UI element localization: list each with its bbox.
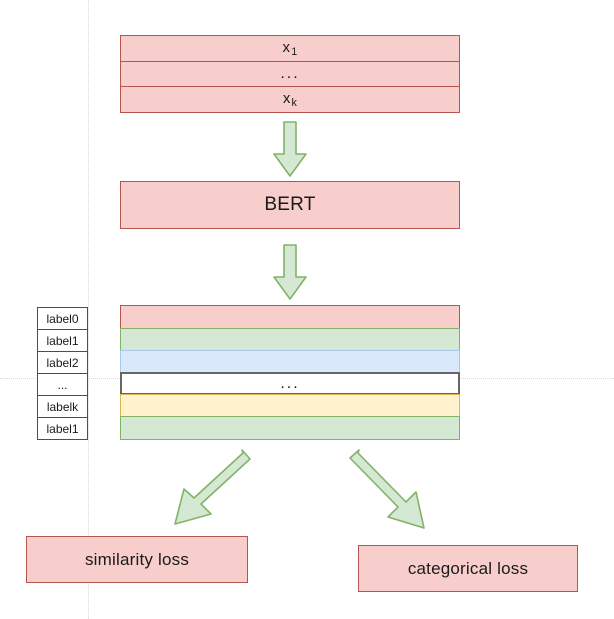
arrow-bert-to-embeddings [273,244,307,300]
similarity-loss-label: similarity loss [84,549,190,569]
label-item-0-text: label0 [46,311,79,326]
bert-encoder-box[interactable]: BERT [120,181,460,229]
input-row-x1[interactable]: x1 [120,35,460,62]
arrow-embeddings-to-categorical-loss [349,449,425,529]
label-item-1[interactable]: label1 [37,329,88,352]
similarity-loss-box[interactable]: similarity loss [26,536,248,583]
embedding-row-4[interactable] [120,394,460,417]
embedding-row-0[interactable] [120,305,460,329]
embedding-row-ellipsis[interactable]: ... [120,372,460,395]
label-item-2[interactable]: label2 [37,351,88,374]
label-item-5-text: label1 [46,421,79,436]
bert-encoder-label: BERT [264,194,316,215]
input-row-ellipsis[interactable]: ... [120,61,460,87]
arrow-input-to-bert [273,121,307,177]
vertical-guide-line [88,0,89,619]
embedding-row-5[interactable] [120,416,460,440]
label-item-5[interactable]: label1 [37,417,88,440]
embedding-row-1[interactable] [120,328,460,351]
input-row-xk-label: xk [282,89,298,109]
label-item-k-text: labelk [46,399,79,414]
categorical-loss-box[interactable]: categorical loss [358,545,578,592]
embedding-row-ellipsis-label: ... [280,374,300,392]
label-item-0[interactable]: label0 [37,307,88,330]
label-item-1-text: label1 [46,333,79,348]
label-item-2-text: label2 [46,355,79,370]
arrow-embeddings-to-similarity-loss [174,449,251,525]
categorical-loss-label: categorical loss [407,558,529,578]
embedding-row-2[interactable] [120,350,460,373]
label-item-ellipsis-text: ... [57,377,68,392]
input-row-xk[interactable]: xk [120,86,460,113]
input-row-ellipsis-label: ... [280,65,300,82]
label-item-ellipsis[interactable]: ... [37,373,88,396]
label-item-k[interactable]: labelk [37,395,88,418]
input-row-x1-label: x1 [282,38,298,58]
